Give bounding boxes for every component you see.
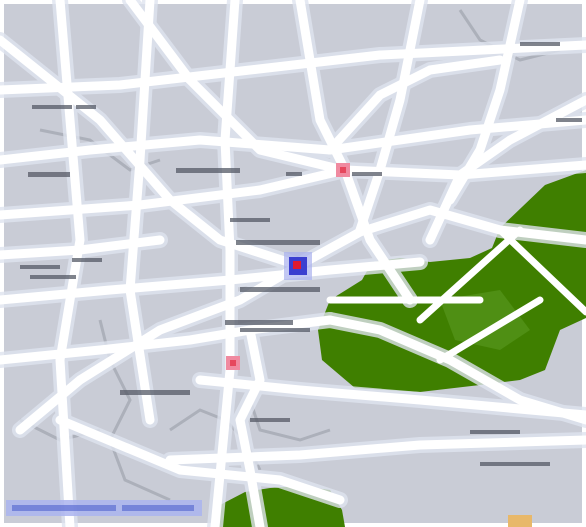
map-label xyxy=(556,118,582,122)
scale-bar xyxy=(6,500,202,516)
road-segment[interactable] xyxy=(0,315,335,365)
map-label xyxy=(72,258,102,262)
location-marker-center xyxy=(293,261,301,269)
road-segment[interactable] xyxy=(165,435,586,465)
map-label xyxy=(30,275,76,279)
map-label xyxy=(470,430,520,434)
map-label xyxy=(286,172,302,176)
scale-bar-ink xyxy=(12,505,116,511)
road-segment[interactable] xyxy=(55,415,345,505)
current-location[interactable] xyxy=(284,252,312,280)
map-label xyxy=(120,390,190,395)
map-label xyxy=(230,218,270,222)
park-patch xyxy=(440,290,530,350)
road-segment[interactable] xyxy=(195,375,586,420)
road-segment[interactable] xyxy=(125,0,348,175)
map-label xyxy=(20,265,60,269)
map-label xyxy=(225,320,293,325)
road-segment[interactable] xyxy=(325,315,586,425)
map-label xyxy=(520,42,560,46)
map-label xyxy=(250,418,290,422)
map-label xyxy=(352,172,382,176)
map-label xyxy=(76,105,96,109)
attribution-badge[interactable] xyxy=(508,515,532,527)
poi-marker-north[interactable] xyxy=(336,163,350,177)
map-label xyxy=(236,240,320,245)
road-segment[interactable] xyxy=(125,0,155,425)
road-segment[interactable] xyxy=(210,0,240,527)
road-segment[interactable] xyxy=(425,95,586,245)
road-segment[interactable] xyxy=(55,0,85,527)
map-label xyxy=(28,172,70,177)
road-segment[interactable] xyxy=(235,325,265,527)
map-label xyxy=(240,328,310,332)
park-roads xyxy=(326,226,586,364)
road-segment[interactable] xyxy=(325,55,505,155)
map-label xyxy=(480,462,550,466)
scale-bar-ink xyxy=(122,505,194,511)
road-segment[interactable] xyxy=(0,35,305,271)
road-segment[interactable] xyxy=(0,235,165,260)
map-label xyxy=(32,105,72,109)
road-segment[interactable] xyxy=(355,0,425,235)
poi-marker-core xyxy=(230,360,236,366)
poi-marker-core xyxy=(340,167,346,173)
map-labels xyxy=(20,42,582,466)
map-label xyxy=(176,168,240,173)
poi-marker-south[interactable] xyxy=(226,356,240,370)
road-segment[interactable] xyxy=(0,40,586,95)
road-segment[interactable] xyxy=(0,160,586,220)
map-label xyxy=(240,287,320,292)
